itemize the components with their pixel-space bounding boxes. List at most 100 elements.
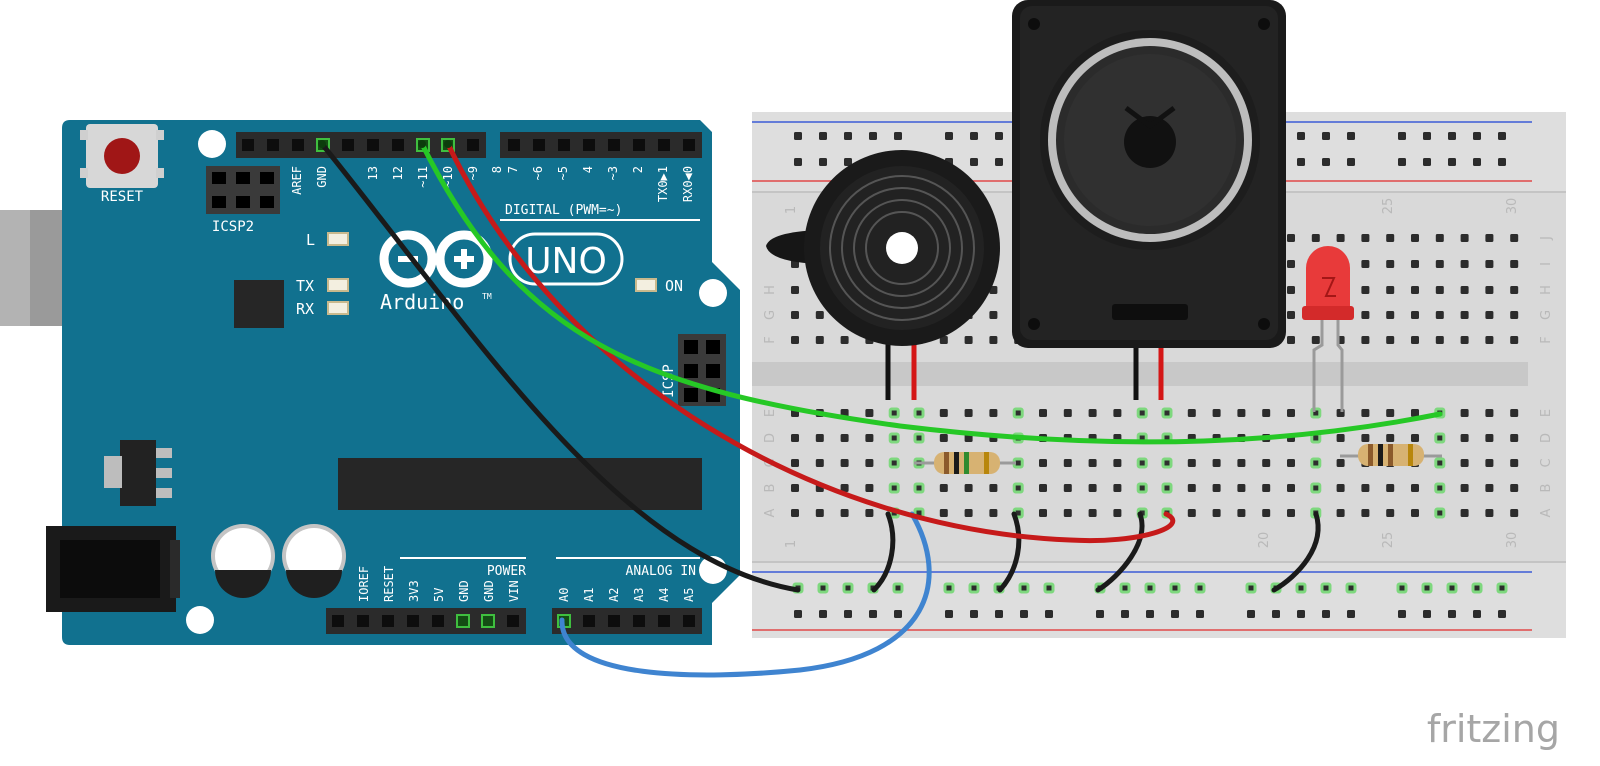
col-label-top-30: 30	[1505, 198, 1520, 215]
breadboard-hole	[1411, 336, 1419, 344]
breadboard-hole	[1485, 311, 1494, 319]
header-pin[interactable]	[683, 139, 695, 151]
power-rail-hole	[1423, 610, 1431, 618]
analog-label: ANALOG IN	[626, 564, 696, 579]
digital-pin-label: 2	[631, 166, 645, 173]
header-pin[interactable]	[658, 139, 670, 151]
power-pins	[332, 614, 519, 628]
power-rail-hole	[995, 610, 1003, 618]
breadboard-hole	[1386, 509, 1395, 517]
power-rail-hole	[970, 610, 978, 618]
header-pin[interactable]	[267, 139, 279, 151]
reset-button[interactable]	[80, 124, 164, 188]
breadboard-hole	[1386, 336, 1395, 344]
breadboard-hole	[1510, 336, 1519, 344]
breadboard-hole	[1212, 484, 1221, 492]
header-pin[interactable]	[533, 139, 545, 151]
col-label-bottom-30: 30	[1505, 532, 1520, 549]
row-label-g: G	[1539, 310, 1554, 320]
breadboard-hole	[840, 336, 849, 344]
breadboard-hole	[1386, 260, 1395, 268]
icsp-header	[678, 334, 726, 406]
breadboard-hole	[1460, 409, 1469, 417]
breadboard-hole	[1510, 509, 1519, 517]
power-rail-hole	[1396, 582, 1408, 594]
led-l-label: L	[306, 231, 315, 249]
breadboard-hole	[1510, 484, 1519, 492]
header-pin[interactable]	[583, 139, 595, 151]
digital-pin-label: ~5	[556, 166, 570, 180]
header-pin[interactable]	[683, 615, 695, 627]
header-pin[interactable]	[507, 615, 519, 627]
header-pin[interactable]	[658, 615, 670, 627]
bottom-power-rail	[752, 562, 1566, 638]
led-on	[635, 278, 657, 292]
header-pin[interactable]	[508, 139, 520, 151]
header-pin[interactable]	[481, 614, 495, 628]
power-rail-hole	[794, 610, 802, 618]
power-rail-hole	[869, 610, 877, 618]
breadboard-hole	[1386, 434, 1395, 442]
header-pin[interactable]	[558, 139, 570, 151]
breadboard-hole	[1287, 260, 1295, 268]
wire-green-pin10	[419, 141, 1443, 445]
breadboard-hole	[1485, 484, 1494, 492]
power-pin-label: GND	[457, 580, 471, 602]
breadboard-hole	[1435, 311, 1444, 319]
breadboard-hole	[1411, 409, 1419, 417]
header-pin[interactable]	[332, 615, 344, 627]
power-rail-hole	[1245, 582, 1257, 594]
power-rail-hole	[1322, 610, 1330, 618]
breadboard-hole	[1460, 459, 1469, 467]
breadboard-hole	[1088, 509, 1097, 517]
row-label-left-h: H	[763, 285, 778, 295]
breadboard-hole	[1411, 311, 1419, 319]
header-pin[interactable]	[608, 615, 620, 627]
breadboard-hole	[1361, 336, 1370, 344]
breadboard-hole	[1187, 459, 1196, 467]
header-pin[interactable]	[633, 615, 645, 627]
power-rail-hole	[817, 582, 829, 594]
breadboard-hole	[840, 459, 849, 467]
header-pin[interactable]	[467, 139, 479, 151]
header-pin[interactable]	[357, 615, 369, 627]
header-pin[interactable]	[432, 615, 444, 627]
header-pin[interactable]	[342, 139, 354, 151]
header-pin[interactable]	[292, 139, 304, 151]
breadboard-hole	[1485, 459, 1494, 467]
breadboard-hole	[1361, 260, 1370, 268]
power-rail-hole	[1297, 610, 1305, 618]
header-pin[interactable]	[633, 139, 645, 151]
header-pin[interactable]	[382, 615, 394, 627]
led-rx	[327, 301, 349, 315]
col-label-bottom-20: 20	[1257, 532, 1272, 549]
wire-black-jumper	[871, 511, 896, 593]
power-rail-hole	[1144, 582, 1156, 594]
power-pin-label: GND	[482, 580, 496, 602]
header-pin[interactable]	[367, 139, 379, 151]
header-pin[interactable]	[608, 139, 620, 151]
breadboard-hole	[840, 509, 849, 517]
breadboard-hole	[1485, 234, 1494, 242]
breadboard-hole	[1434, 482, 1446, 494]
breadboard-hole	[1386, 234, 1395, 242]
power-rail-hole	[968, 582, 980, 594]
header-pin[interactable]	[456, 614, 470, 628]
power-rail-hole	[819, 610, 827, 618]
header-pin[interactable]	[407, 615, 419, 627]
resistor	[914, 452, 1016, 474]
header-pin[interactable]	[242, 139, 254, 151]
breadboard-hole	[1187, 409, 1196, 417]
power-rail-hole	[1196, 610, 1204, 618]
header-pin[interactable]	[583, 615, 595, 627]
power-rail-hole	[945, 132, 953, 140]
digital-label: DIGITAL (PWM=~)	[505, 203, 622, 218]
header-pin[interactable]	[392, 139, 404, 151]
breadboard-hole	[964, 409, 973, 417]
led-rx-label: RX	[296, 300, 314, 318]
piezo-buzzer	[766, 150, 1000, 400]
fritzing-watermark: fritzing	[1427, 707, 1560, 751]
analog-header	[552, 608, 702, 634]
breadboard-hole	[1485, 336, 1494, 344]
